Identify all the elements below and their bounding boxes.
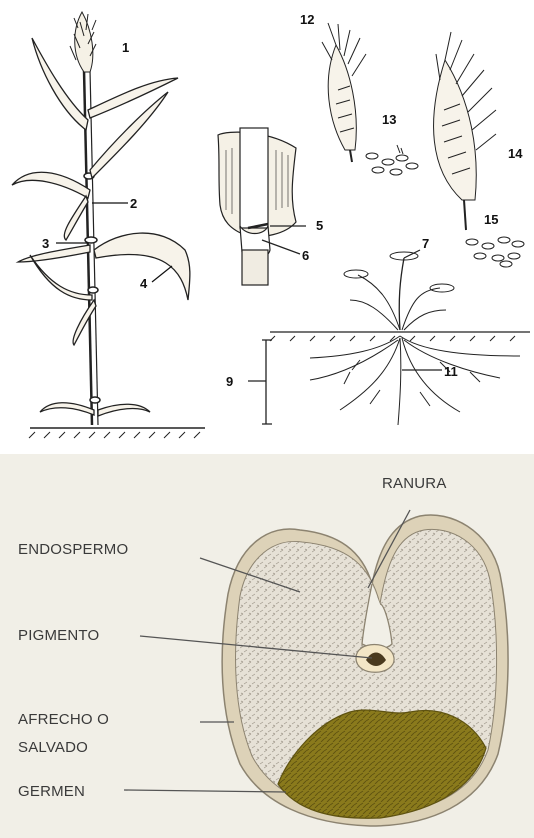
label-6: 6	[302, 248, 309, 263]
label-7: 7	[422, 236, 429, 251]
label-3: 3	[42, 236, 49, 251]
label-14: 14	[508, 146, 523, 161]
label-afrecho-line2: SALVADO	[18, 739, 88, 756]
grains-15	[466, 237, 524, 267]
spike-12	[322, 23, 366, 162]
label-ranura: RANURA	[382, 475, 447, 492]
label-9: 9	[226, 374, 233, 389]
label-afrecho-line1: AFRECHO O	[18, 711, 109, 728]
label-1: 1	[122, 40, 129, 55]
label-15: 15	[484, 212, 498, 227]
label-2: 2	[130, 196, 137, 211]
main-leaves	[12, 38, 190, 416]
label-13: 13	[382, 112, 396, 127]
stem-section-detail	[218, 128, 306, 285]
grains-13	[366, 145, 418, 175]
label-4: 4	[140, 276, 148, 291]
label-germen: GERMEN	[18, 783, 85, 800]
wheat-plant-illustration: 1 2 3 4 5 6 7 9 11 12 13 14 15	[0, 0, 534, 448]
label-endospermo: ENDOSPERMO	[18, 541, 128, 558]
main-spike	[70, 12, 96, 72]
wheat-grain-cross-section: RANURA ENDOSPERMO PIGMENTO AFRECHO O SAL…	[0, 454, 534, 838]
spike-14	[434, 32, 496, 230]
ground-left	[29, 428, 205, 438]
label-5: 5	[316, 218, 323, 233]
label-11: 11	[444, 364, 458, 379]
label-pigmento: PIGMENTO	[18, 627, 99, 644]
label-12: 12	[300, 12, 314, 27]
seedling-with-roots	[248, 250, 530, 425]
